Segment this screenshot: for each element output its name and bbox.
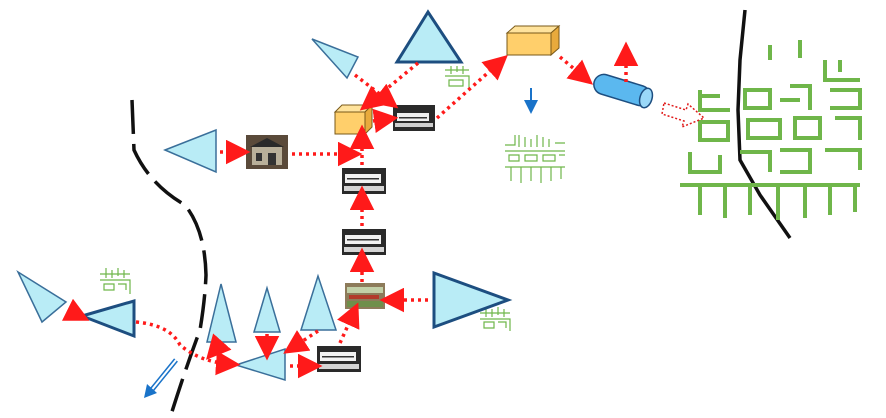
flow-arrows [61, 41, 639, 379]
catchment-triangle-left-lower-1 [16, 269, 68, 324]
catchment-triangle-right-large [432, 270, 513, 330]
reservoir-box-center [333, 103, 374, 136]
treatment-plant-photo-bottom [317, 346, 361, 372]
treatment-plant-photo-house [246, 135, 288, 169]
treatment-plant-photo-top [393, 105, 435, 131]
catchment-triangle-bottom-junction [233, 347, 286, 382]
catchment-triangle-vertical-3 [299, 273, 338, 331]
reservoir-box-top-right [505, 24, 561, 57]
transfer-arrow-outlined [661, 102, 706, 129]
urban-area-icon-4 [480, 307, 511, 331]
infiltration-arrow-lower-left [144, 358, 178, 398]
boundary-line [736, 9, 792, 240]
urban-area-icon-3 [100, 268, 131, 294]
catchment-triangle-top-large [394, 9, 464, 64]
flow-arrow [359, 61, 420, 111]
urban-area-main [680, 40, 862, 220]
flow-arrow [558, 55, 594, 85]
catchment-triangle-left-lower-2 [77, 299, 136, 339]
catchment-triangle-vertical-2 [252, 285, 282, 333]
treatment-plant-photo-aerial [345, 283, 385, 309]
flow-arrow [135, 320, 241, 376]
flow-arrow [283, 329, 319, 354]
treatment-plant-photo-middle [342, 229, 386, 255]
flow-arrow [206, 333, 232, 360]
flow-arrow [435, 55, 508, 120]
flow-arrow [337, 302, 360, 344]
flow-arrow [372, 108, 399, 133]
river-line [130, 99, 208, 418]
catchment-triangle-vertical-1 [206, 283, 237, 343]
urban-area-icon-2 [445, 66, 470, 88]
transfer-pipe [593, 73, 654, 109]
urban-area-icon-1 [505, 135, 565, 183]
treatment-plant-photo-upper [342, 168, 386, 194]
catchment-triangle-left-upper [163, 128, 217, 174]
catchment-triangle-top-small [311, 38, 360, 80]
flow-arrow [61, 298, 90, 321]
flow-arrow [353, 73, 399, 109]
